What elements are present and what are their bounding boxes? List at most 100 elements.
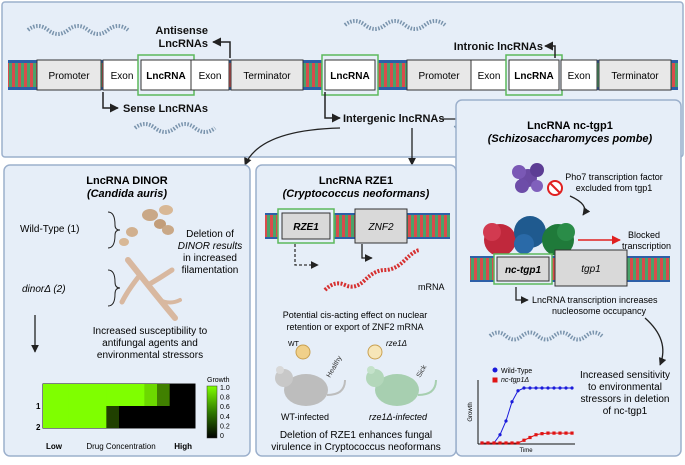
sensitivity-text: Increased sensitivity — [580, 370, 670, 381]
sensitivity-text-3: stressors in deletion — [581, 394, 670, 405]
colorbar-tick: 0.8 — [220, 395, 230, 402]
conclusion-text-2: virulence in Cryptococcus neoformans — [271, 442, 441, 453]
left-gene-box-label-1: Exon — [111, 71, 134, 82]
growth-point-mut — [552, 431, 556, 435]
right-gene-box-label-2: LncRNA — [514, 71, 553, 82]
heatmap-cell — [157, 384, 171, 406]
intergenic-gene-box-label-0: LncRNA — [330, 71, 369, 82]
deletion-text-2: DINOR results — [178, 241, 242, 252]
intergenic-gene-box-0 — [324, 59, 376, 91]
right-gene-box-0 — [406, 59, 472, 91]
heatmap-cell — [119, 406, 133, 428]
nucleosome-icon — [483, 216, 575, 256]
growth-point-mut — [570, 431, 574, 435]
rze1-fungus-icon — [367, 344, 383, 360]
mutant-label: dinorΔ (2) — [22, 284, 66, 295]
yeast-cells-icon — [119, 205, 174, 246]
heatmap-cell — [131, 406, 145, 428]
right-gene-box-label-4: Terminator — [611, 71, 659, 82]
sense-label: Sense LncRNAs — [123, 103, 208, 115]
legend-wt-marker — [492, 367, 498, 373]
growth-point-wt — [546, 386, 550, 390]
connector-to-dinor — [244, 127, 341, 166]
right-gene-box-label-3: Exon — [568, 71, 591, 82]
right-gene-box-label-1: Exon — [478, 71, 501, 82]
tgp1-title: LncRNA nc-tgp1 — [527, 120, 613, 132]
growth-point-mut — [504, 441, 508, 445]
occupancy-text: LncRNA transcription increases — [532, 295, 658, 305]
heatmap-cell — [182, 406, 196, 428]
intronic-rna-strand — [343, 19, 447, 31]
legend-wt: Wild-Type — [501, 368, 532, 375]
effect-text: Potential cis-acting effect on nuclear — [283, 310, 427, 320]
heatmap-cell — [68, 406, 82, 428]
right-gene-box-3 — [560, 59, 598, 91]
legend-mut: nc-tgp1Δ — [501, 377, 529, 384]
left-gene-box-1 — [102, 59, 142, 91]
growth-point-mut — [492, 441, 496, 445]
sensitivity-text-4: of nc-tgp1 — [603, 406, 648, 417]
occupancy-text-2: nucleosome occupancy — [552, 306, 647, 316]
growth-point-mut — [528, 435, 532, 440]
mrna-strand — [323, 248, 421, 292]
growth-point-mut — [546, 431, 550, 435]
intergenic-label: Intergenic lncRNAs — [343, 113, 444, 125]
wildtype-label: Wild-Type (1) — [20, 224, 79, 235]
heatmap-cell — [55, 406, 69, 428]
heatmap-cell — [182, 384, 196, 406]
growth-series-line-0 — [482, 387, 572, 444]
growth-point-mut — [564, 431, 568, 435]
heatmap-cell — [157, 406, 171, 428]
pho7-text: Pho7 transcription factor — [565, 172, 663, 182]
colorbar-tick: 0 — [220, 433, 224, 440]
right-gene-box-4 — [598, 59, 672, 91]
dinor-panel: LncRNA DINOR (Candida auris) Wild-Type (… — [3, 164, 251, 457]
blocked-text-2: transcription — [622, 241, 671, 251]
left-gene-box-0 — [36, 59, 102, 91]
rze1-organism: (Cryptococcus neoformans) — [283, 188, 430, 200]
growth-point-wt — [558, 386, 562, 390]
tgp1-organism: (Schizosaccharomyces pombe) — [488, 133, 653, 145]
tgp1-panel: LncRNA nc-tgp1 (Schizosaccharomyces pomb… — [455, 99, 682, 457]
wt-infected-label: WT-infected — [281, 412, 329, 422]
heatmap-cell — [93, 406, 107, 428]
left-gene-box-2 — [140, 59, 192, 91]
growth-point-mut — [522, 438, 526, 442]
right-gene-box-2 — [508, 59, 560, 91]
pho7-text-2: excluded from tgp1 — [576, 183, 653, 193]
growth-point-wt — [510, 400, 514, 404]
heatmap-cell — [131, 384, 145, 406]
heatmap-row-1: 1 — [36, 402, 41, 411]
growth-series-line-1 — [482, 432, 572, 444]
growth-point-wt — [498, 433, 502, 437]
intronic-label: Intronic lncRNAs — [454, 41, 543, 53]
growth-point-mut — [558, 431, 562, 435]
heatmap-cell — [119, 384, 133, 406]
antisense-rna-strand — [26, 24, 130, 36]
left-gene-box-label-2: LncRNA — [146, 71, 185, 82]
growth-point-mut — [486, 441, 490, 445]
sense-rna-strand — [133, 122, 217, 134]
effect-text-2: retention or export of ZNF2 mRNA — [286, 322, 423, 332]
growth-point-wt — [522, 386, 526, 390]
growth-point-wt — [540, 386, 544, 390]
heatmap-cell — [169, 406, 183, 428]
left-gene-box-3 — [190, 59, 230, 91]
wt-fungus-icon — [295, 344, 311, 360]
colorbar-tick: 0.6 — [220, 404, 230, 411]
growth-point-mut — [540, 432, 544, 436]
heatmap-cell — [93, 384, 107, 406]
heatmap-row-2: 2 — [36, 423, 41, 432]
heatmap-cell — [43, 406, 57, 428]
left-gene-box-4 — [230, 59, 304, 91]
heatmap-cell — [81, 384, 95, 406]
rze1-label: rze1Δ — [386, 339, 407, 348]
rze1-infected-label: rze1Δ-infected — [369, 412, 428, 422]
deletion-text-3: in increased — [183, 253, 237, 264]
sensitivity-text-2: to environmental — [588, 382, 662, 393]
growth-point-mut — [498, 441, 502, 445]
heatmap-cell — [144, 406, 158, 428]
prohibited-icon — [547, 180, 563, 196]
